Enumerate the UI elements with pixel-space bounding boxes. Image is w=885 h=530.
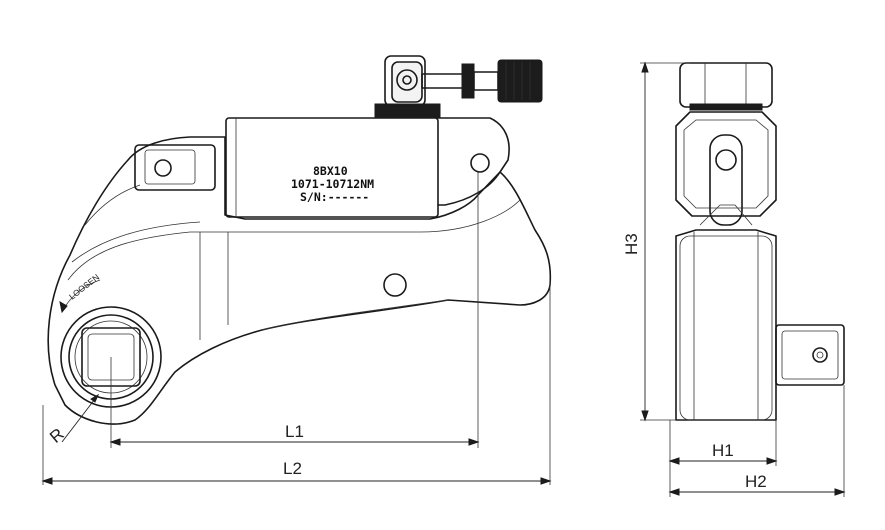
dimension-r-line [61,394,99,443]
nameplate-serial: S/N:------ [300,190,369,204]
nameplate-model: 8BX10 [313,164,348,178]
loosen-arrowhead [59,301,68,314]
dimension-h2-label: H2 [745,472,767,491]
front-view: LOOSEN 8BX10 1071-10712NM S/N:------ [47,55,552,425]
body-contour-4 [261,299,449,331]
dimension-l1-label: L1 [285,422,304,441]
body-hole [383,273,407,297]
dimension-r-label: R [46,424,68,446]
side-view [675,62,845,421]
dimension-h1-label: H1 [712,441,734,460]
direction-label: LOOSEN [67,272,101,302]
side-swivel-top [679,62,773,108]
wrench-body-outline [47,136,552,425]
body-contour-2 [71,221,201,263]
drive-arm-block [134,144,216,191]
cylinder-end-cap [437,117,510,206]
body-contour-1 [67,199,521,281]
drive-arm-inner [144,149,196,185]
hose-swivel [384,55,543,107]
dimension-h3-label: H3 [622,233,641,255]
side-drive-square [775,324,845,386]
body-contour-3 [84,184,141,226]
side-hinge-block [675,111,777,217]
side-main-body [675,229,777,421]
side-dimensions: H3 H1 H2 [622,61,846,497]
drive-arm-pin [154,159,172,177]
cylinder-body [225,117,439,218]
dimension-l2-label: L2 [283,459,302,478]
nameplate-range: 1071-10712NM [291,177,374,191]
pivot-pin [470,153,490,173]
cylinder-top-block [374,103,441,119]
